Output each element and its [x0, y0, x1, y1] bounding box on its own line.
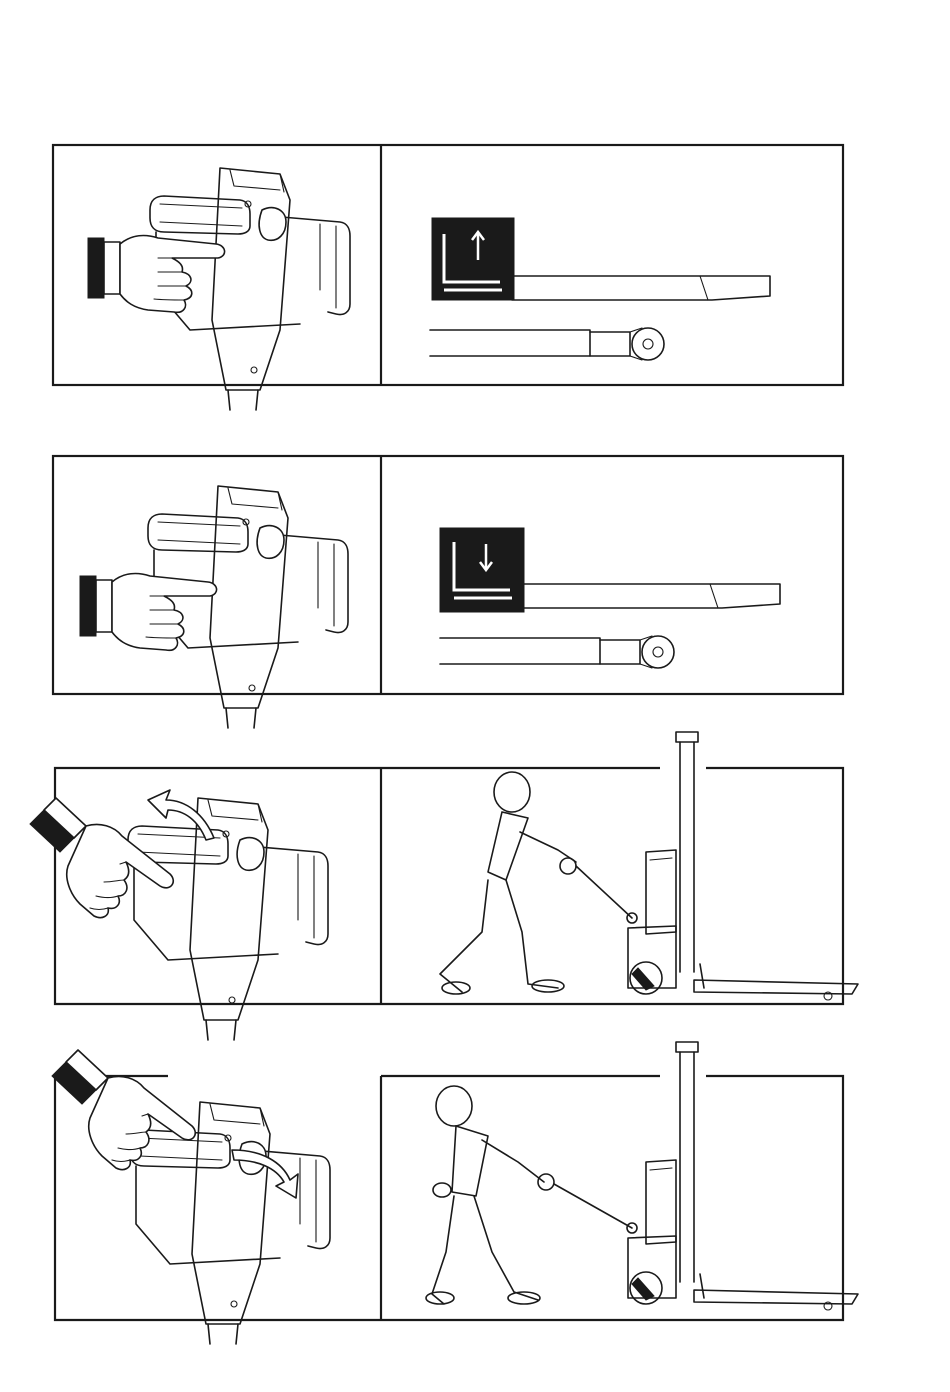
operator-figure: [440, 772, 637, 994]
rotate-forward-arrow-icon: [148, 790, 214, 840]
fork-raise-icon: [430, 218, 770, 360]
pointing-hand-icon: [80, 574, 217, 651]
lower-forks-row: [53, 456, 843, 728]
drive-reverse-row: [52, 1042, 858, 1344]
tiller-illustration: [130, 1102, 330, 1344]
pointing-hand-rotate-reverse-icon: [52, 1050, 195, 1170]
operator-figure: [426, 1086, 637, 1304]
operator-pulling-stacker-icon: [426, 1042, 858, 1310]
lift-forks-row: [53, 145, 843, 410]
operator-pushing-stacker-icon: [440, 732, 858, 1000]
drive-forward-row: [30, 732, 858, 1040]
tiller-illustration: [148, 486, 348, 728]
fork-lower-icon: [440, 528, 780, 668]
pointing-hand-icon: [88, 236, 225, 313]
pointing-hand-rotate-forward-icon: [30, 798, 173, 918]
